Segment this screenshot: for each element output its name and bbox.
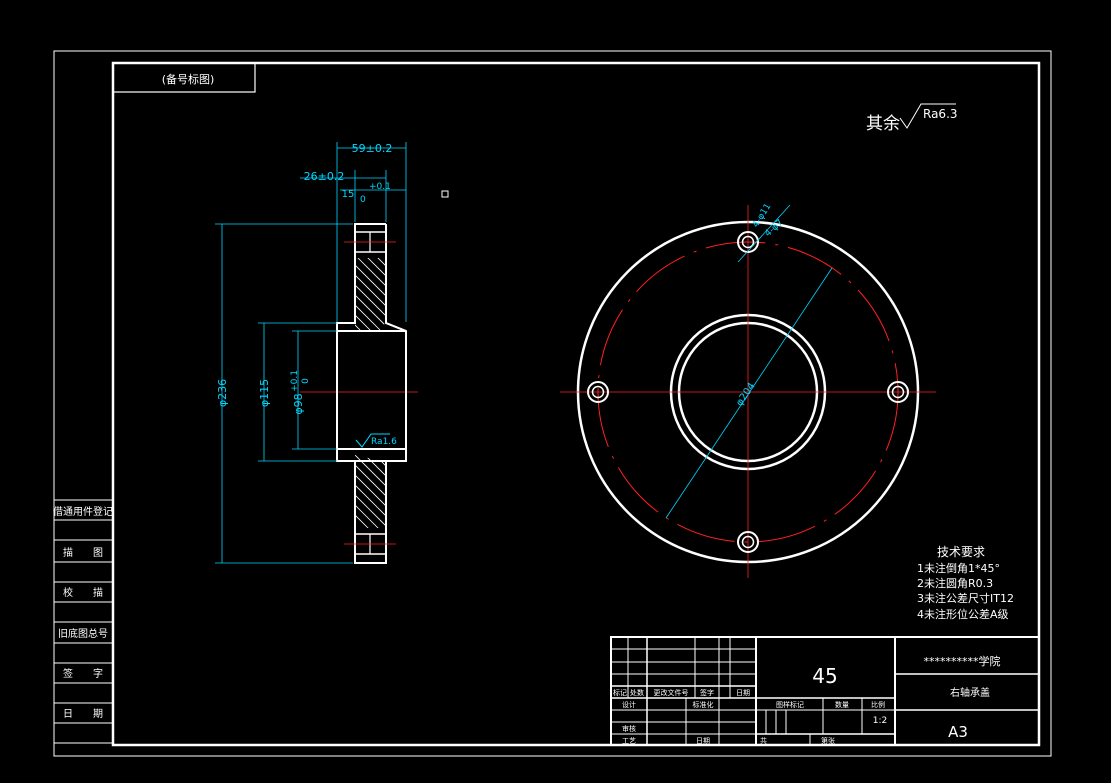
tech-item-2: 2未注圆角R0.3 — [917, 576, 993, 590]
dim-15-lower: 0 — [360, 195, 366, 205]
dim-204: φ204 — [734, 381, 757, 408]
dim-98: φ98 — [292, 393, 305, 414]
bolt-hole-right — [887, 381, 909, 403]
strip-label-6: 日 期 — [63, 708, 103, 720]
tb-std: 标准化 — [693, 700, 714, 709]
tb-header-5: 日期 — [736, 689, 750, 697]
roughness-value: Ra6.3 — [923, 107, 958, 121]
tb-part-name: 右轴承盖 — [950, 686, 990, 699]
hatch-lower — [355, 455, 386, 528]
holes-callout-b: 4-φ7 — [763, 218, 785, 239]
tb-school: **********学院 — [924, 654, 1001, 668]
marker-square — [441, 190, 449, 198]
dim-26: 26±0.2 — [304, 170, 345, 183]
tb-review: 审核 — [622, 724, 636, 733]
title-block: 标记 处数 更改文件号 签字 日期 设计 标准化 审核 工艺 日期 45 图样标… — [610, 636, 1040, 746]
stamp-box — [112, 62, 256, 93]
front-view: 4-φ11 4-φ7 φ204 — [560, 202, 936, 578]
tb-stage-label-1: 图样标记 — [776, 700, 804, 709]
dim-98-lower: 0 — [301, 378, 311, 384]
strip-label-2: 描 图 — [63, 546, 103, 559]
tb-sheet-label-2: 第张 — [821, 736, 835, 745]
bore-roughness-value: Ra1.6 — [371, 437, 397, 447]
dim-98-upper: +0.1 — [290, 370, 300, 392]
stamp-label: (备号标图) — [162, 72, 215, 86]
dim-236: φ236 — [216, 379, 229, 407]
tb-header-1: 标记 — [613, 688, 627, 697]
tb-date: 日期 — [696, 737, 710, 745]
tb-sheet-size: A3 — [948, 723, 968, 741]
dim-15: 15 — [342, 189, 355, 200]
outer-frame — [53, 50, 1052, 757]
tech-requirements: 技术要求 1未注倒角1*45° 2未注圆角R0.3 3未注公差尺寸IT12 4未… — [917, 545, 1014, 621]
tb-stage-label-2: 数量 — [835, 700, 849, 709]
tech-item-1: 1未注倒角1*45° — [917, 561, 1000, 575]
tb-header-2: 处数 — [630, 688, 644, 697]
section-outline — [336, 223, 407, 564]
dim-115: φ115 — [258, 379, 271, 407]
bore-roughness-symbol — [355, 433, 390, 448]
strip-label-3: 校 描 — [63, 586, 103, 599]
strip-label-4: 旧底图总号 — [58, 627, 108, 640]
tb-process: 工艺 — [622, 737, 636, 745]
roughness-prefix: 其余 — [866, 114, 900, 134]
tb-designer: 设计 — [622, 700, 636, 709]
bolt-hole-top — [737, 231, 759, 253]
tb-scale: 1:2 — [873, 716, 887, 726]
section-view: Ra1.6 59±0.2 26±0.2 15 +0.1 0 φ236 φ115 … — [215, 142, 418, 564]
tb-material: 45 — [812, 664, 837, 688]
tb-header-3: 更改文件号 — [654, 688, 689, 697]
left-margin-strip: 借通用件登记 描 图 校 描 旧底图总号 签 字 日 期 — [53, 499, 113, 744]
tb-header-4: 签字 — [700, 688, 714, 697]
strip-label-5: 签 字 — [63, 667, 103, 680]
strip-label-1: 借通用件登记 — [53, 505, 113, 518]
inner-frame — [111, 61, 1041, 747]
bolt-hole-left — [587, 381, 609, 403]
tech-item-4: 4未注形位公差A级 — [917, 607, 1009, 621]
tech-item-3: 3未注公差尺寸IT12 — [917, 591, 1014, 605]
roughness-symbol — [899, 103, 956, 129]
hatch-upper — [355, 258, 386, 330]
bolt-hole-bottom — [737, 531, 759, 553]
roughness-note: 其余 Ra6.3 — [866, 103, 958, 134]
tb-sheet-label: 共 — [760, 736, 767, 745]
tech-title: 技术要求 — [937, 545, 985, 559]
dim-15-upper: +0.1 — [369, 182, 391, 192]
dim-59: 59±0.2 — [352, 142, 393, 155]
tb-stage-label-3: 比例 — [871, 700, 885, 709]
